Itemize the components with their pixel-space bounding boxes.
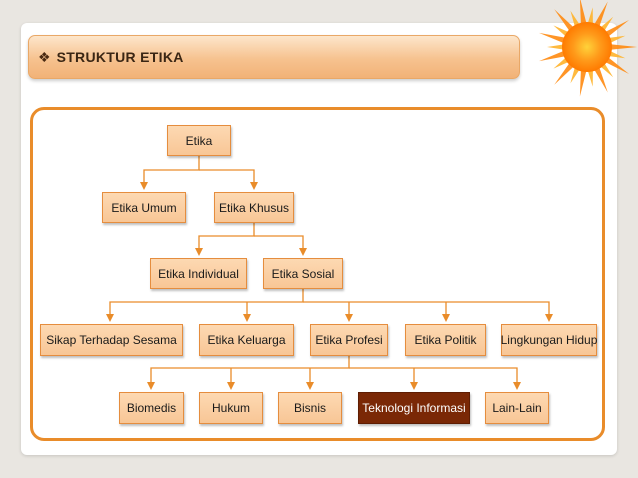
node-etika-umum: Etika Umum <box>102 192 186 223</box>
sun-ray <box>579 0 588 28</box>
sun-ray <box>601 54 630 75</box>
node-etika-politik: Etika Politik <box>405 324 486 356</box>
node-lingkungan-hidup: Lingkungan Hidup <box>501 324 597 356</box>
node-etika-khusus: Etika Khusus <box>214 192 294 223</box>
node-teknologi-informasi: Teknologi Informasi <box>358 392 470 424</box>
diamond-bullet-icon: ❖ <box>38 48 51 65</box>
node-sikap-terhadap-sesama: Sikap Terhadap Sesama <box>40 324 183 356</box>
sun-ray <box>592 63 608 93</box>
sun-ray <box>539 49 569 62</box>
connector-root <box>140 156 200 190</box>
node-etika-profesi: Etika Profesi <box>310 324 388 356</box>
node-etika-sosial: Etika Sosial <box>263 258 343 289</box>
sun-icon <box>539 0 637 97</box>
node-biomedis: Biomedis <box>119 392 184 424</box>
connector-etika-profesi <box>147 356 350 390</box>
node-bisnis: Bisnis <box>278 392 342 424</box>
connector-etika-sosial <box>106 289 304 322</box>
sun-ray <box>592 1 608 31</box>
connector-etika-khusus <box>195 223 255 256</box>
slide-title: STRUKTUR ETIKA <box>56 49 184 65</box>
sun-ray <box>579 66 588 97</box>
title-bar: ❖ STRUKTUR ETIKA <box>28 35 520 79</box>
sun-ray <box>539 32 569 45</box>
node-etika: Etika <box>167 125 231 156</box>
node-lain-lain: Lain-Lain <box>485 392 549 424</box>
node-hukum: Hukum <box>199 392 263 424</box>
sun-ray <box>601 19 630 40</box>
diagram-frame <box>30 107 605 441</box>
sun-ray <box>606 43 637 51</box>
node-etika-individual: Etika Individual <box>150 258 247 289</box>
node-etika-keluarga: Etika Keluarga <box>199 324 294 356</box>
